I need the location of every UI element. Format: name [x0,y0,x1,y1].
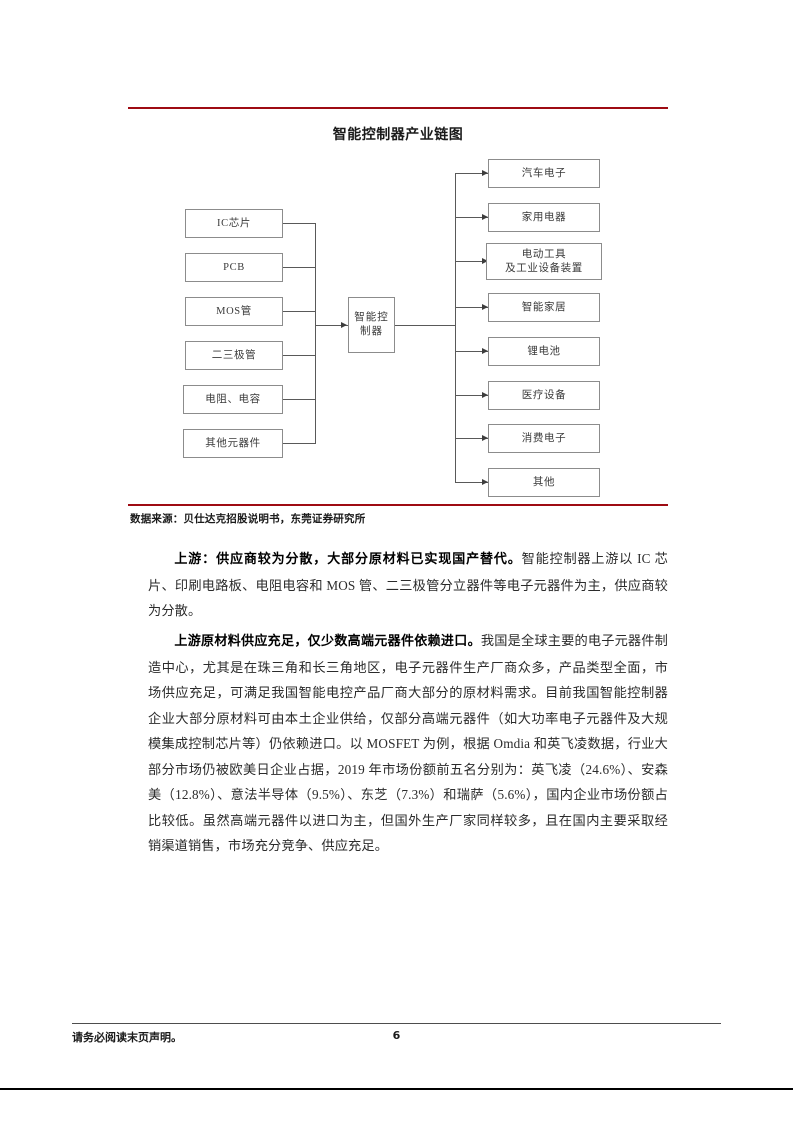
downstream-node-power-tools: 电动工具 及工业设备装置 [486,243,602,280]
connector-upstream-stub-2 [283,267,315,268]
footer-disclaimer: 请务必阅读末页声明。 [72,1031,182,1044]
connector-downstream-stub-3 [455,261,488,262]
connector-downstream-bus [455,173,456,482]
connector-downstream-stub-8 [455,482,488,483]
downstream-node-lithium-battery: 锂电池 [488,337,600,366]
connector-upstream-stub-5 [283,399,315,400]
node-label: 家用电器 [521,211,567,223]
connector-upstream-to-center [315,325,348,326]
arrowhead-downstream-4 [482,304,488,310]
connector-downstream-stub-4 [455,307,488,308]
connector-downstream-stub-1 [455,173,488,174]
upstream-node-resistor-capacitor: 电阻、电容 [183,385,283,414]
arrowhead-into-center [341,322,347,328]
node-label: 电阻、电容 [205,393,261,405]
node-label: 智能家居 [521,301,567,313]
exhibit-title: 智能控制器产业链图 [332,127,464,143]
connector-upstream-stub-6 [283,443,315,444]
upstream-node-ic-chip: IC芯片 [185,209,283,238]
paragraph-lead: 上游：供应商较为分散，大部分原材料已实现国产替代。 [174,552,522,567]
arrowhead-downstream-3 [482,258,488,264]
arrowhead-downstream-6 [482,392,488,398]
exhibit-top-divider [128,107,668,109]
connector-upstream-stub-4 [283,355,315,356]
node-label: 汽车电子 [521,167,567,179]
node-label: 其他 [532,476,556,488]
arrowhead-downstream-2 [482,214,488,220]
arrowhead-downstream-5 [482,348,488,354]
node-label: 医疗设备 [521,389,567,401]
upstream-node-mos-tube: MOS管 [185,297,283,326]
connector-upstream-bus [315,223,316,444]
node-label: PCB [223,261,245,273]
downstream-node-smart-home: 智能家居 [488,293,600,322]
downstream-node-home-appliances: 家用电器 [488,203,600,232]
paragraph-upstream-suppliers: 上游：供应商较为分散，大部分原材料已实现国产替代。智能控制器上游以 IC 芯片、… [148,546,668,624]
paragraph-text: 我国是全球主要的电子元器件制造中心，尤其是在珠三角和长三角地区，电子元器件生产厂… [148,633,668,853]
downstream-node-others: 其他 [488,468,600,497]
downstream-node-consumer-electronics: 消费电子 [488,424,600,453]
node-label: MOS管 [216,305,252,317]
arrowhead-downstream-8 [482,479,488,485]
upstream-node-diode-triode: 二三极管 [185,341,283,370]
exhibit-bottom-divider [128,504,668,506]
article-body-2: 上游原材料供应充足，仅少数高端元器件依赖进口。我国是全球主要的电子元器件制造中心… [148,628,668,870]
connector-upstream-stub-3 [283,311,315,312]
connector-downstream-stub-6 [455,395,488,396]
node-label: 二三极管 [211,349,257,361]
arrowhead-downstream-1 [482,170,488,176]
node-label: 消费电子 [521,432,567,444]
connector-downstream-stub-7 [455,438,488,439]
upstream-node-other-components: 其他元器件 [183,429,283,458]
industry-chain-diagram: IC芯片 PCB MOS管 二三极管 电阻、电容 其他元器件 智能控制 [128,148,668,500]
connector-center-to-downstream [395,325,455,326]
node-label: 锂电池 [527,345,561,357]
upstream-node-pcb: PCB [185,253,283,282]
paragraph-text: 智能控制器上游以 IC 芯片、印刷电路板、电阻电容和 MOS 管、二三极管分立器… [148,551,668,618]
node-label: 电动工具 及工业设备装置 [505,249,583,274]
paragraph-lead: 上游原材料供应充足，仅少数高端元器件依赖进口。 [174,634,481,649]
connector-upstream-stub-1 [283,223,315,224]
paragraph-raw-material-supply: 上游原材料供应充足，仅少数高端元器件依赖进口。我国是全球主要的电子元器件制造中心… [148,628,668,859]
connector-downstream-stub-5 [455,351,488,352]
connector-downstream-stub-2 [455,217,488,218]
arrowhead-downstream-7 [482,435,488,441]
node-label: 智能控制器 [354,311,389,337]
downstream-node-medical-equipment: 医疗设备 [488,381,600,410]
footer-page-number: 6 [392,1029,401,1042]
center-node-smart-controller: 智能控制器 [348,297,395,353]
downstream-node-automotive-electronics: 汽车电子 [488,159,600,188]
page-bottom-border [0,1088,793,1090]
footer-divider [72,1023,721,1024]
exhibit-source-note: 数据来源：贝仕达克招股说明书，东莞证券研究所 [130,513,366,525]
node-label: IC芯片 [217,217,251,229]
article-body: 上游：供应商较为分散，大部分原材料已实现国产替代。智能控制器上游以 IC 芯片、… [148,546,668,635]
node-label: 其他元器件 [205,437,261,449]
